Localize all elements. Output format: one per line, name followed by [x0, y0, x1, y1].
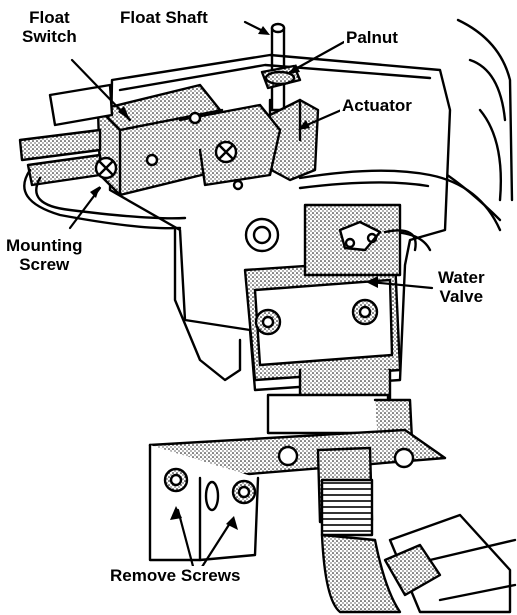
- label-float-switch: Float Switch: [20, 8, 79, 46]
- arrowheads: [90, 26, 378, 530]
- label-actuator: Actuator: [340, 96, 414, 115]
- label-mounting-screw: Mounting Screw: [4, 236, 85, 274]
- float-switch-body: [18, 83, 282, 197]
- water-valve: [243, 203, 417, 382]
- background-cabinet: [438, 18, 514, 222]
- switch-screws: [94, 111, 244, 191]
- hose: [320, 513, 517, 614]
- label-remove-screws: Remove Screws: [108, 566, 243, 585]
- label-palnut: Palnut: [344, 28, 400, 47]
- label-water-valve: Water Valve: [436, 268, 487, 306]
- label-float-shaft: Float Shaft: [118, 8, 210, 27]
- inlet-fitting: [316, 446, 374, 537]
- remove-screws-pair: [163, 467, 257, 505]
